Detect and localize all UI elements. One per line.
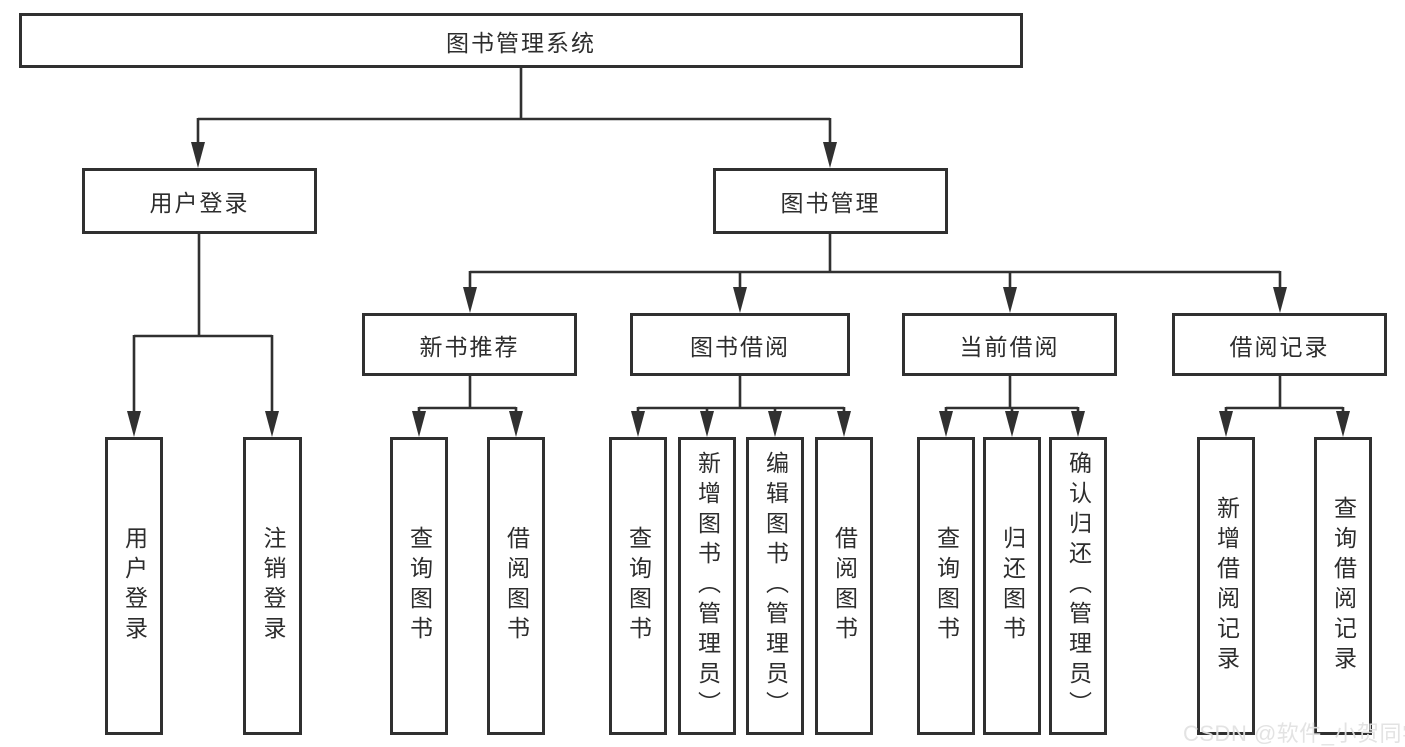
arrowhead-icon: [837, 411, 851, 437]
node-label: 编辑图书（管理员）: [762, 451, 789, 721]
node-label: 用户登录: [149, 190, 250, 216]
node-label: 查询图书: [406, 526, 433, 646]
leaf-query-borrow-record: 查询借阅记录: [1314, 437, 1372, 735]
arrowhead-icon: [768, 411, 782, 437]
arrowhead-icon: [412, 411, 426, 437]
node-new-book-recommendation: 新书推荐: [362, 313, 577, 376]
arrowhead-icon: [191, 142, 205, 168]
node-label: 新增借阅记录: [1213, 496, 1240, 676]
node-label: 图书借阅: [690, 333, 790, 360]
node-label: 新增图书（管理员）: [694, 451, 721, 721]
leaf-confirm-return-admin: 确认归还（管理员）: [1049, 437, 1107, 735]
arrowhead-icon: [1336, 411, 1350, 437]
arrowhead-icon: [1003, 287, 1017, 313]
connector-book-mgmt-to-level3: [468, 234, 1282, 291]
arrowhead-icon: [265, 411, 279, 437]
node-label: 查询图书: [625, 526, 652, 646]
arrowhead-icon: [700, 411, 714, 437]
connector-current-borrow-to-leaves: [944, 376, 1080, 414]
node-label: 查询借阅记录: [1330, 496, 1357, 676]
arrowhead-icon: [1219, 411, 1233, 437]
node-label: 当前借阅: [959, 333, 1060, 360]
node-book-borrowing: 图书借阅: [630, 313, 850, 376]
leaf-query-books-borrow: 查询图书: [609, 437, 667, 735]
node-label: 图书管理系统: [446, 29, 596, 56]
arrowhead-icon: [127, 411, 141, 437]
arrowhead-icon: [463, 287, 477, 313]
node-library-management-system: 图书管理系统: [19, 13, 1023, 68]
node-label: 借阅记录: [1229, 333, 1330, 360]
node-book-management: 图书管理: [713, 168, 948, 234]
arrowhead-icon: [823, 142, 837, 168]
node-label: 借阅图书: [831, 526, 858, 646]
node-label: 新书推荐: [419, 333, 520, 360]
node-label: 注销登录: [260, 526, 286, 646]
node-label: 用户登录: [121, 526, 148, 646]
node-borrowing-records: 借阅记录: [1172, 313, 1387, 376]
arrowhead-icon: [1071, 411, 1085, 437]
leaf-query-books-recommend: 查询图书: [390, 437, 448, 735]
connector-new-book-to-leaves: [417, 376, 518, 414]
connector-borrow-records-to-leaves: [1224, 376, 1345, 414]
leaf-borrow-books-recommend: 借阅图书: [487, 437, 545, 735]
node-user-login: 用户登录: [82, 168, 317, 234]
leaf-add-books-admin: 新增图书（管理员）: [678, 437, 736, 735]
leaf-query-books-current: 查询图书: [917, 437, 975, 735]
leaf-logout-login: 注销登录: [243, 437, 302, 735]
arrowhead-icon: [733, 287, 747, 313]
node-label: 确认归还（管理员）: [1065, 451, 1092, 721]
node-label: 借阅图书: [503, 526, 530, 646]
connector-root-to-level2: [196, 68, 832, 146]
node-current-borrowing: 当前借阅: [902, 313, 1117, 376]
arrowhead-icon: [509, 411, 523, 437]
connector-book-borrow-to-leaves: [636, 376, 846, 414]
leaf-borrow-books: 借阅图书: [815, 437, 873, 735]
arrowhead-icon: [631, 411, 645, 437]
arrowhead-icon: [1273, 287, 1287, 313]
connector-user-login-to-leaves: [132, 234, 274, 414]
leaf-edit-books-admin: 编辑图书（管理员）: [746, 437, 804, 735]
leaf-user-login: 用户登录: [105, 437, 163, 735]
node-label: 图书管理: [780, 190, 881, 216]
arrowhead-icon: [1005, 411, 1019, 437]
arrowhead-icon: [939, 411, 953, 437]
leaf-add-borrow-record: 新增借阅记录: [1197, 437, 1255, 735]
leaf-return-books: 归还图书: [983, 437, 1041, 735]
node-label: 归还图书: [999, 526, 1026, 646]
node-label: 查询图书: [933, 526, 960, 646]
